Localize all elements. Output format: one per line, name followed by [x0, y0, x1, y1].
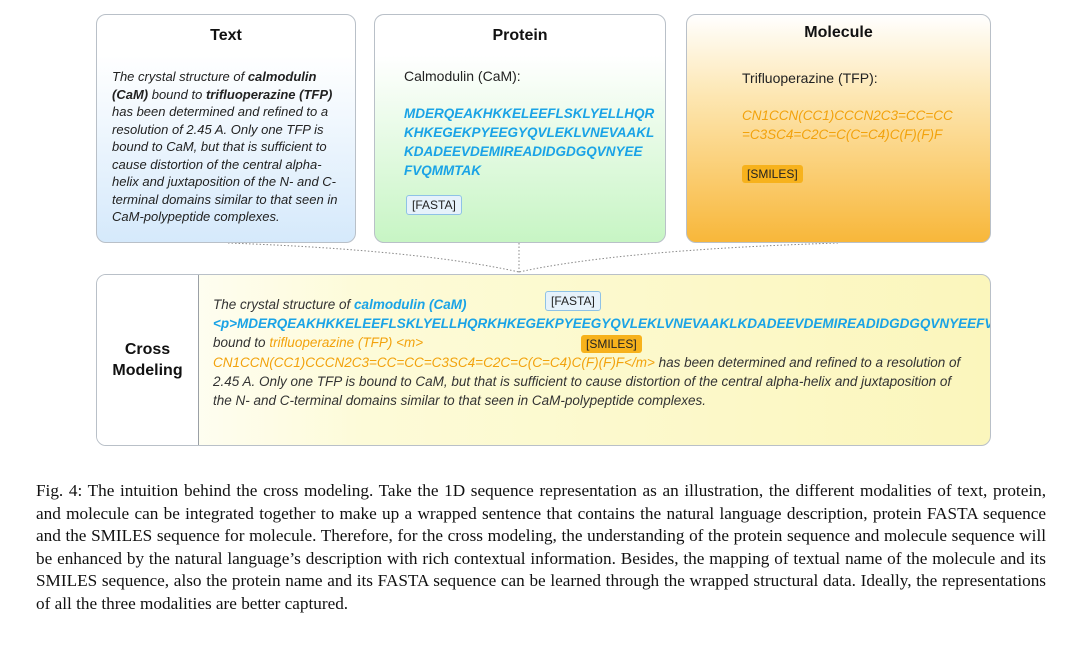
seq-line: CN1CCN(CC1)CCCN2C3=CC=CC — [742, 108, 953, 123]
molecule-panel-title: Molecule — [804, 24, 873, 41]
label-line: Modeling — [112, 362, 183, 379]
text-rest: has been determined and refined to a res… — [112, 104, 338, 224]
cross-fasta-tag: [FASTA] — [545, 291, 601, 311]
cross-modeling-panel: Cross Modeling [FASTA] [SMILES] The crys… — [96, 274, 991, 446]
cross-protein-sequence: <p>MDERQEAKHKKELEEFLSKLYELLHQRKHKEGEKPYE… — [213, 316, 990, 332]
label-line: Cross — [124, 341, 171, 358]
cross-modeling-label: Cross Modeling — [97, 275, 199, 445]
cross-text-segment: The crystal structure of — [213, 297, 355, 312]
molecule-name-label: Trifluoperazine (TFP): — [742, 70, 878, 86]
molecule-name: trifluoperazine (TFP) — [205, 86, 333, 102]
cross-text: The crystal structure of calmodulin (CaM… — [213, 295, 990, 410]
molecule-panel: Molecule Trifluoperazine (TFP): CN1CCN(C… — [686, 14, 991, 243]
cross-text-segment: has been determined and refined to a res… — [213, 354, 961, 409]
seq-line: =C3SC4=C2C=C(C=C4)C(F)(F)F — [742, 127, 943, 142]
text-panel-title: Text — [210, 27, 242, 44]
smiles-tag: [SMILES] — [742, 165, 803, 183]
cross-molecule-sequence: CN1CCN(CC1)CCCN2C3=CC=CC=C3SC4=C2C=C(C=C… — [213, 354, 655, 370]
fasta-tag: [FASTA] — [406, 195, 462, 215]
protein-name: calmodulin (CaM) — [112, 69, 317, 102]
protein-sequence: MDERQEAKHKKELEEFLSKLYELLHQR KHKEGEKPYEEG… — [404, 104, 654, 180]
seq-line: KDADEEVDEMIREADIDGDGQVNYEE — [404, 144, 643, 159]
protein-panel-title: Protein — [492, 27, 548, 44]
cross-smiles-tag: [SMILES] — [581, 335, 642, 353]
cross-protein-name: calmodulin (CaM) — [354, 297, 467, 312]
text-pre: The crystal structure of — [112, 69, 248, 84]
seq-line: FVQMMTAK — [404, 163, 481, 178]
text-mid: bound to — [148, 86, 206, 102]
protein-name-label: Calmodulin (CaM): — [404, 68, 521, 84]
molecule-sequence: CN1CCN(CC1)CCCN2C3=CC=CC =C3SC4=C2C=C(C=… — [742, 106, 953, 144]
seq-line: KHKEGEKPYEEGYQVLEKLVNEVAAKL — [404, 125, 655, 140]
figure-caption: Fig. 4: The intuition behind the cross m… — [36, 481, 1046, 613]
text-panel: Text The crystal structure of calmodulin… — [96, 14, 356, 243]
seq-line: MDERQEAKHKKELEEFLSKLYELLHQR — [404, 106, 655, 121]
cross-text-segment: bound to — [213, 335, 270, 351]
protein-panel: Protein Calmodulin (CaM): MDERQEAKHKKELE… — [374, 14, 666, 243]
text-panel-body: The crystal structure of calmodulin (CaM… — [112, 68, 348, 226]
cross-molecule-name: trifluoperazine (TFP) <m> — [269, 335, 424, 351]
